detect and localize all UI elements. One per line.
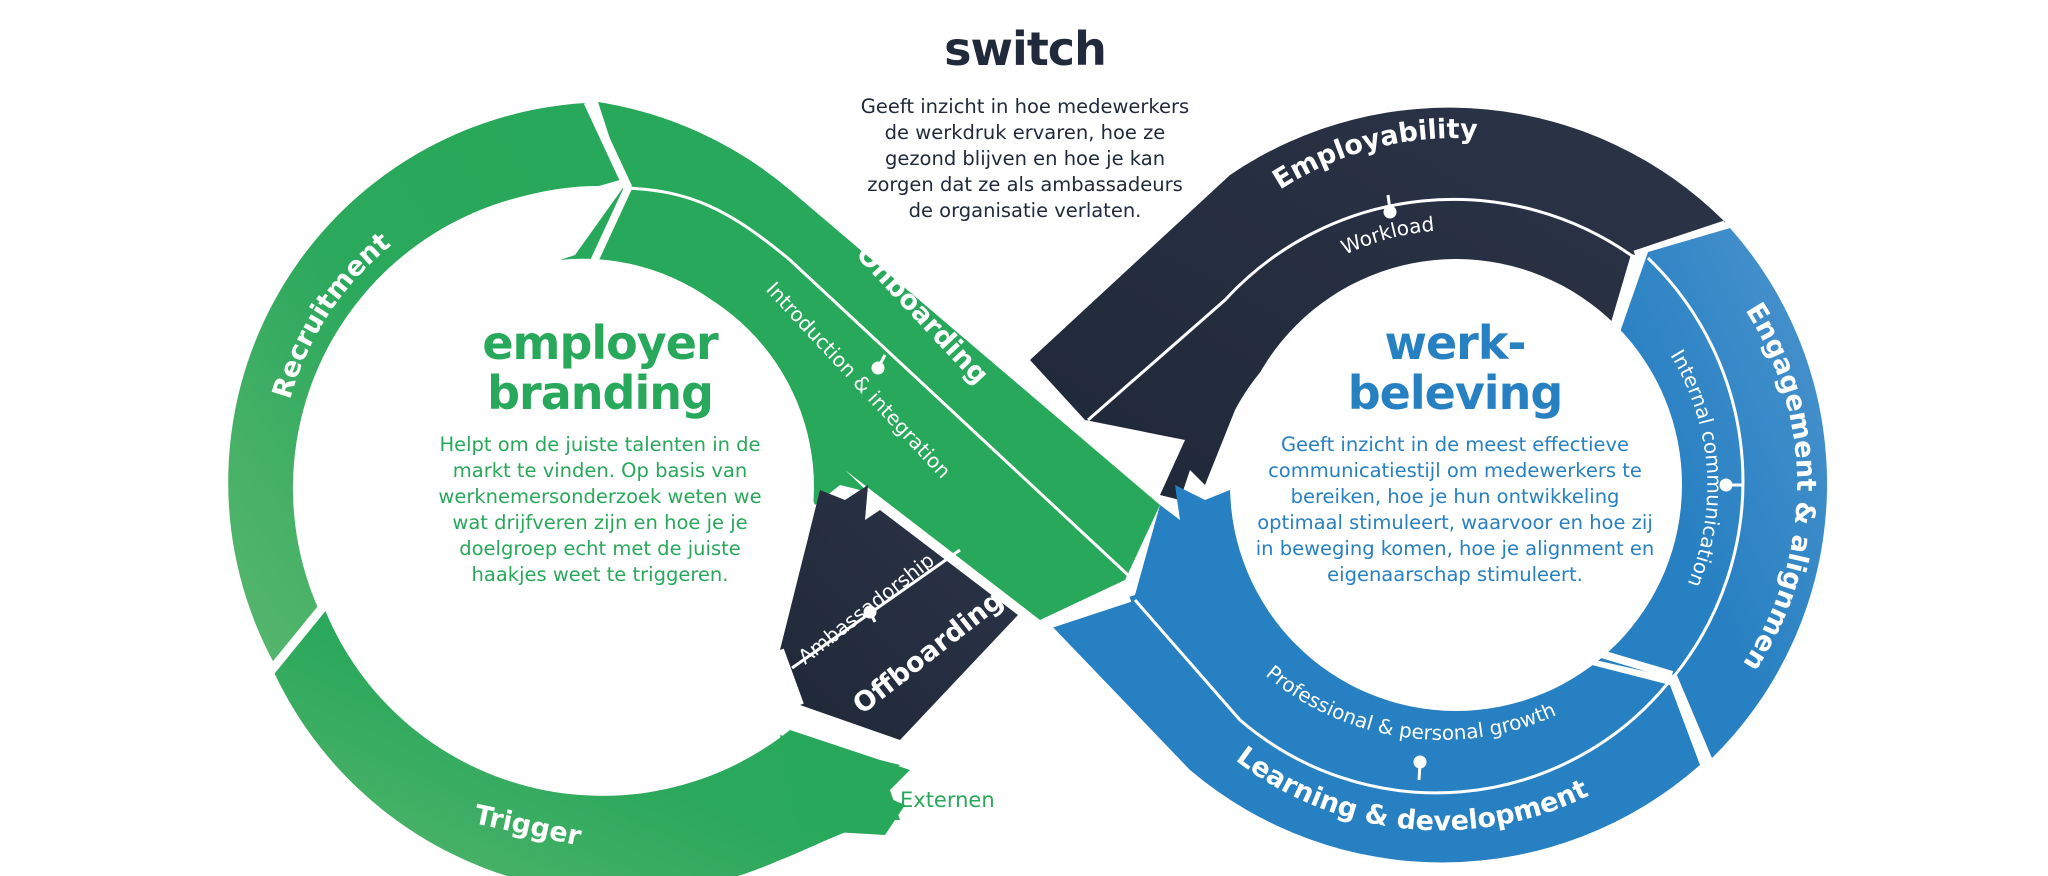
ring-divider xyxy=(1087,197,1636,422)
employability-segment xyxy=(1030,107,1725,500)
pin-icon xyxy=(1413,755,1427,769)
interviews-label: Interviews xyxy=(330,413,360,524)
pin-icon xyxy=(1383,205,1397,219)
ring-divider xyxy=(791,548,961,670)
switch-title: switch xyxy=(944,22,1107,76)
pin-markers xyxy=(320,194,1742,781)
segment-divider xyxy=(1046,594,1132,629)
employer-branding-title-line1: employer xyxy=(482,316,718,370)
ring-divider xyxy=(1133,599,1670,795)
pin-icon xyxy=(871,361,885,375)
ring-divider xyxy=(328,607,796,784)
ring-divider xyxy=(1646,256,1745,676)
employer-branding-title-line2: branding xyxy=(487,366,714,420)
externen-arrow xyxy=(780,735,905,835)
externen-label: Externen xyxy=(900,788,995,812)
switch-description: Geeft inzicht in hoe medewerkers de werk… xyxy=(860,95,1190,222)
trigger-segment xyxy=(272,610,910,876)
segment-divider xyxy=(1667,673,1715,767)
werkbeleving-title-line2: beleving xyxy=(1347,366,1564,420)
employer-branding-title: employer branding xyxy=(420,318,780,418)
segment-divider xyxy=(776,648,804,707)
employer-branding-center xyxy=(370,265,814,709)
offboarding-segment xyxy=(780,485,1018,740)
engagement-segment xyxy=(1595,228,1828,760)
segment-divider xyxy=(326,594,411,606)
segment-divider xyxy=(583,100,633,190)
werkbeleving-title-line1: werk- xyxy=(1384,316,1526,370)
werkbeleving-title: werk- beleving xyxy=(1250,318,1660,418)
pin-icon xyxy=(532,749,546,763)
pin-icon xyxy=(320,451,334,465)
ring-divider xyxy=(624,186,1130,577)
onboarding-segment xyxy=(560,102,1160,620)
segment-divider xyxy=(586,186,632,272)
employer-branding-description: Helpt om de juiste talenten in de markt … xyxy=(438,433,762,586)
pin-icon xyxy=(863,605,877,619)
segment-divider xyxy=(1593,648,1674,679)
pin-icon xyxy=(1719,478,1733,492)
werkbeleving-description: Geeft inzicht in de meest effectieve com… xyxy=(1255,433,1655,586)
segment-divider xyxy=(266,599,331,675)
pin-icon xyxy=(449,239,463,253)
ring-divider xyxy=(300,185,621,604)
recruitment-segment xyxy=(228,103,621,665)
learning-segment xyxy=(1048,485,1700,863)
werkbeleving-center xyxy=(1230,259,1682,711)
segment-divider xyxy=(1633,220,1727,260)
